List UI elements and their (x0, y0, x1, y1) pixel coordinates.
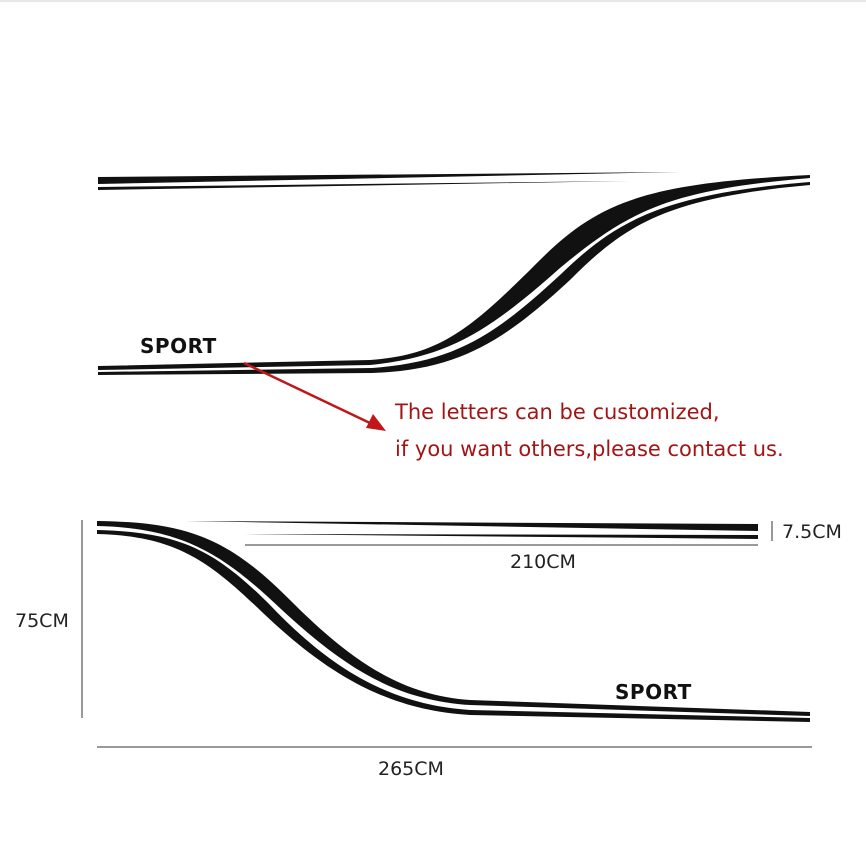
note-line-1: The letters can be customized, (395, 400, 720, 424)
top-sport-lettering: SPORT (140, 334, 217, 358)
height-label: 75CM (15, 610, 69, 632)
bottom-curve-stripe-thin (97, 530, 810, 722)
top-short-stripe-thick (98, 172, 680, 184)
customization-note: The letters can be customized, if you wa… (395, 394, 784, 468)
stripe-width-label: 7.5CM (782, 521, 842, 543)
total-length-label: 265CM (378, 758, 444, 780)
bottom-short-stripe-thin (245, 534, 758, 539)
top-short-stripe-thin (98, 181, 630, 190)
note-line-2: if you want others,please contact us. (395, 437, 784, 461)
callout-arrow (243, 361, 386, 431)
bottom-sport-lettering: SPORT (615, 680, 692, 704)
short-stripe-length-label: 210CM (510, 551, 576, 573)
bottom-short-stripe-thick (185, 521, 758, 531)
dimension-lines (81, 520, 812, 748)
bottom-curve-stripe-thick (97, 521, 810, 716)
top-decal-graphic (98, 172, 810, 375)
bottom-decal-graphic (97, 521, 810, 722)
